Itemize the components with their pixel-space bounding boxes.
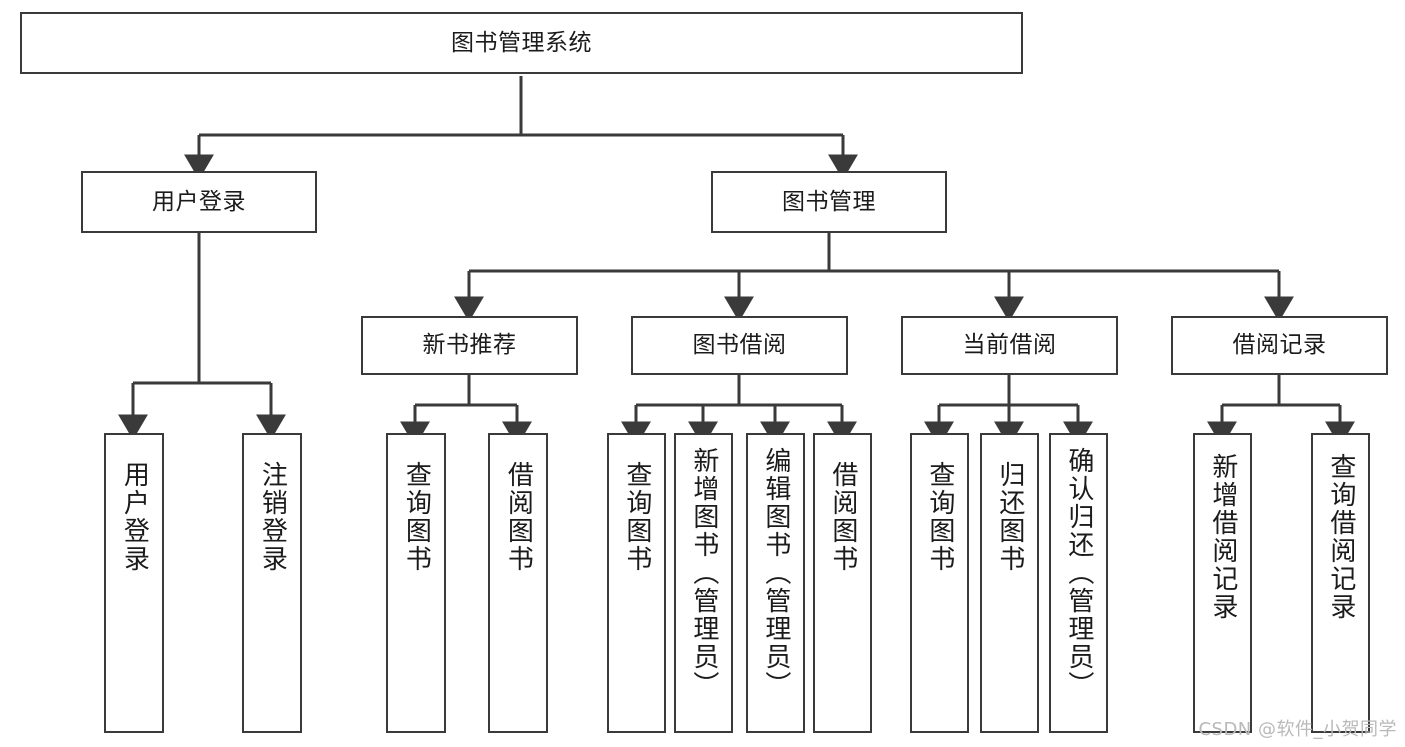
leaf-label: 新增借阅记录 bbox=[1207, 453, 1238, 621]
leaf-current-borrow-return[interactable]: 归还图书 bbox=[980, 433, 1039, 733]
leaf-current-borrow-confirm[interactable]: 确认归还（管理员） bbox=[1049, 433, 1108, 733]
node-book-borrow-label: 图书借阅 bbox=[692, 332, 787, 359]
node-current-borrow[interactable]: 当前借阅 bbox=[901, 316, 1118, 375]
leaf-label: 归还图书 bbox=[994, 461, 1025, 573]
leaf-book-borrow-query[interactable]: 查询图书 bbox=[607, 433, 666, 733]
leaf-book-borrow-add[interactable]: 新增图书（管理员） bbox=[674, 433, 733, 733]
leaf-label: 查询图书 bbox=[621, 461, 652, 573]
node-user-login[interactable]: 用户登录 bbox=[81, 171, 317, 233]
node-user-login-label: 用户登录 bbox=[152, 188, 246, 215]
leaf-book-borrow-borrow[interactable]: 借阅图书 bbox=[813, 433, 872, 733]
leaf-label: 用户登录 bbox=[119, 461, 150, 573]
node-new-book-recommend-label: 新书推荐 bbox=[422, 332, 517, 359]
leaf-user-login-logout[interactable]: 注销登录 bbox=[242, 433, 302, 733]
leaf-book-borrow-edit[interactable]: 编辑图书（管理员） bbox=[746, 433, 805, 733]
leaf-current-borrow-query[interactable]: 查询图书 bbox=[910, 433, 969, 733]
node-book-management-label: 图书管理 bbox=[782, 188, 876, 215]
node-root-label: 图书管理系统 bbox=[451, 29, 592, 56]
leaf-label: 借阅图书 bbox=[827, 461, 858, 573]
node-borrow-record[interactable]: 借阅记录 bbox=[1171, 316, 1388, 375]
node-root[interactable]: 图书管理系统 bbox=[20, 12, 1023, 74]
leaf-label: 新增图书（管理员） bbox=[688, 447, 719, 699]
node-new-book-recommend[interactable]: 新书推荐 bbox=[361, 316, 578, 375]
leaf-new-book-borrow[interactable]: 借阅图书 bbox=[488, 433, 548, 733]
node-book-management[interactable]: 图书管理 bbox=[711, 171, 947, 233]
leaf-label: 确认归还（管理员） bbox=[1063, 447, 1094, 699]
leaf-user-login-login[interactable]: 用户登录 bbox=[104, 433, 164, 733]
node-borrow-record-label: 借阅记录 bbox=[1232, 332, 1327, 359]
node-current-borrow-label: 当前借阅 bbox=[962, 332, 1057, 359]
leaf-label: 查询图书 bbox=[401, 461, 432, 573]
csdn-watermark: CSDN @软件_小贺同学 bbox=[1198, 719, 1397, 740]
leaf-borrow-record-add[interactable]: 新增借阅记录 bbox=[1193, 433, 1252, 733]
leaf-new-book-query[interactable]: 查询图书 bbox=[386, 433, 446, 733]
node-book-borrow[interactable]: 图书借阅 bbox=[631, 316, 848, 375]
leaf-label: 查询借阅记录 bbox=[1325, 453, 1356, 621]
leaf-label: 注销登录 bbox=[257, 461, 288, 573]
leaf-label: 借阅图书 bbox=[503, 461, 534, 573]
leaf-label: 编辑图书（管理员） bbox=[760, 447, 791, 699]
leaf-label: 查询图书 bbox=[924, 461, 955, 573]
leaf-borrow-record-query[interactable]: 查询借阅记录 bbox=[1311, 433, 1370, 733]
